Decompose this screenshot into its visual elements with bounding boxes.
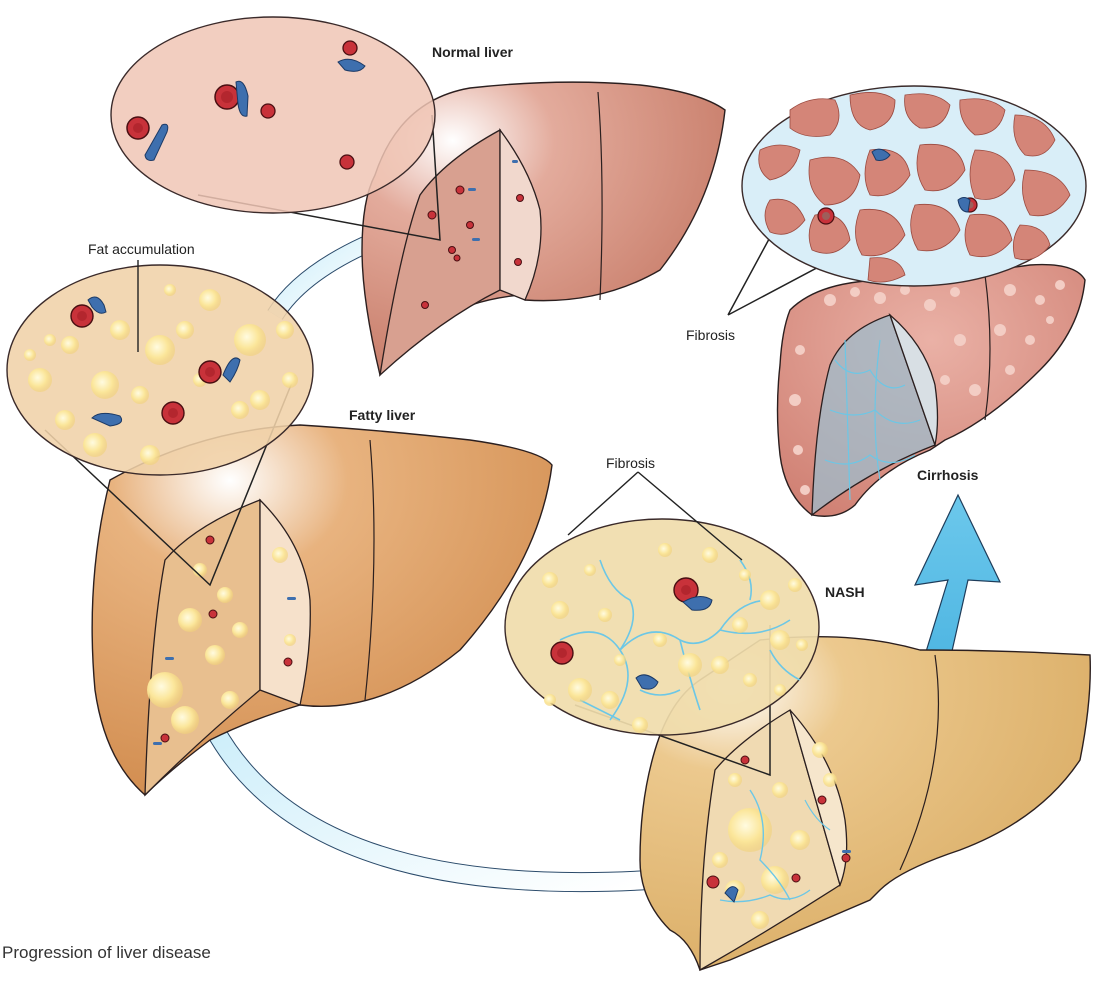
nash-fibrosis-label: Fibrosis [606, 455, 655, 471]
cirrhosis-label: Cirrhosis [917, 467, 978, 483]
cirrhosis-liver [728, 86, 1086, 516]
cirrhosis-fibrosis-label: Fibrosis [686, 327, 735, 343]
fatty-liver [7, 265, 552, 795]
figure-caption: Progression of liver disease [2, 943, 211, 963]
fatty-liver-label: Fatty liver [349, 407, 415, 423]
progression-arc-bottom [215, 730, 650, 882]
nash-liver [505, 519, 1090, 970]
fatty-magnified-view [7, 265, 313, 475]
normal-liver-label: Normal liver [432, 44, 513, 60]
nash-label: NASH [825, 584, 865, 600]
fat-accumulation-label: Fat accumulation [88, 241, 195, 257]
progression-arc-top [275, 245, 365, 315]
progression-arrow-icon [915, 495, 1000, 660]
